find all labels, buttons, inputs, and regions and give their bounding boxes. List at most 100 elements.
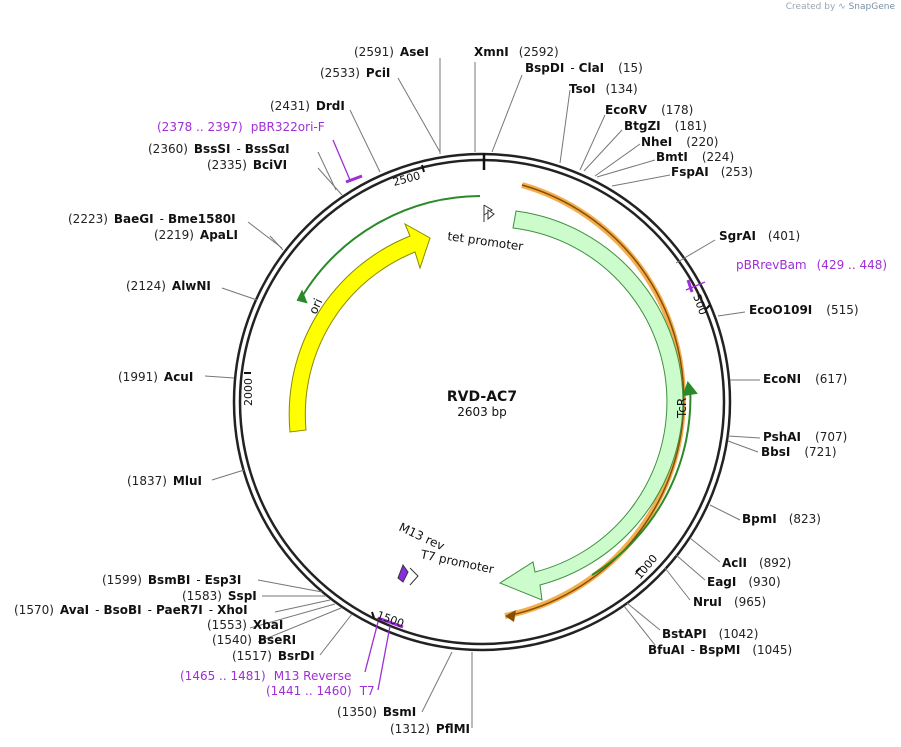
leader-pcii [397,77,441,153]
enzyme-nrui[interactable]: NruI(965) [693,595,766,609]
tet-promoter-icon [483,204,495,222]
primer-pbrrevbam[interactable]: pBRrevBam(429 .. 448) [736,258,887,272]
primer-pbr322ori-f[interactable]: (2378 .. 2397)pBR322ori-F [157,120,325,134]
enzyme-bsmbi[interactable]: (1599)BsmBI-Esp3I [102,573,241,587]
leader-btgzi [583,129,623,172]
enzyme-bfuai[interactable]: BfuAI-BspMI(1045) [648,643,792,657]
enzyme-bsssi[interactable]: (2360)BssSI-BssSαI [148,142,290,156]
enzyme-nhei[interactable]: NheI(220) [641,135,718,149]
green-line-lower-arrow [682,380,698,397]
leader-drdi [349,109,381,173]
leader-fspai [611,174,671,187]
leader-mlui [211,469,245,481]
leader-pshai [727,435,761,439]
green-ring-lines [296,195,698,576]
promoter-label-tet: tet promoter [447,229,525,253]
enzyme-asei[interactable]: (2591)AseI [354,45,429,59]
leader-sgrai [675,239,716,264]
enzyme-ecoo109i[interactable]: EcoO109I(515) [749,303,859,317]
tick-marks [244,164,711,619]
backbone-inner-ring [238,158,726,646]
green-line-upper-arrow [296,289,308,304]
enzyme-apali[interactable]: (2219)ApaLI [154,228,238,242]
enzyme-alwni[interactable]: (2124)AlwNI [126,279,211,293]
enzyme-sgrai[interactable]: SgrAI(401) [719,229,800,243]
enzyme-fspai[interactable]: FspAI(253) [671,165,753,179]
enzyme-ecorv[interactable]: EcoRV(178) [605,103,693,117]
promoter-label-t7: T7 promoter [418,547,495,576]
leader-ecoo109i [717,311,746,317]
enzyme-bseri[interactable]: (1540)BseRI [212,633,296,647]
leader-bsssi [317,151,337,191]
plasmid-name: RVD-AC7 [447,389,517,405]
credit-prefix: Created by [785,2,836,12]
enzyme-bcivi[interactable]: (2335)BciVI [207,158,287,172]
enzyme-avai[interactable]: (1570)AvaI-BsoBI-PaeR7I-XhoI [14,603,248,617]
primer-marks [332,139,706,691]
primer-leader-t7 [377,625,391,691]
enzyme-bmti[interactable]: BmtI(224) [656,150,734,164]
enzyme-pshai[interactable]: PshAI(707) [763,430,847,444]
leader-bfuai [623,605,656,646]
feature-label-tcr: TcR [675,398,689,419]
leader-bmti [596,159,656,178]
leader-tsoi [559,89,571,164]
leader-xbai [249,603,336,629]
primer-labels: (2378 .. 2397)pBR322ori-F pBRrevBam(429 … [157,120,887,698]
primer-arrow-t7 [377,616,404,629]
enzyme-bspdi-clai[interactable]: BspDI-ClaI(15) [525,61,643,75]
feature-ori[interactable] [288,222,431,433]
enzyme-mlui[interactable]: (1837)MluI [127,474,202,488]
enzyme-econi[interactable]: EcoNI(617) [763,372,847,386]
enzyme-bstapi[interactable]: BstAPI(1042) [662,627,758,641]
snapgene-logo-icon: ∿ [838,2,846,12]
leader-bcivi [317,167,343,196]
leader-bpmi [709,504,741,521]
leader-bsrdi [319,613,353,656]
leader-eagi [675,554,706,581]
enzyme-xmni[interactable]: XmnI(2592) [474,45,559,59]
snapgene-credit: Created by ∿ SnapGene [786,2,895,12]
enzyme-bbsi[interactable]: BbsI(721) [761,445,837,459]
enzyme-bpmi[interactable]: BpmI(823) [742,512,821,526]
m13-t7-promoter-icon [397,563,419,586]
orf-line [506,184,685,617]
leader-bsmbi [257,579,323,593]
enzyme-acli[interactable]: AclI(892) [722,556,791,570]
primer-arrow-pbrrevbam [686,279,694,293]
credit-brand: SnapGene [848,2,895,12]
primer-m13-reverse[interactable]: (1465 .. 1481)M13 Reverse [180,669,351,683]
leader-nrui [664,567,691,601]
leader-alwni [221,287,258,301]
enzyme-pcii[interactable]: (2533)PciI [320,66,390,80]
leader-bseri [257,607,342,643]
enzyme-bsrdi[interactable]: (1517)BsrDI [232,649,315,663]
leader-acui [204,375,235,379]
leader-avai [274,599,331,613]
enzyme-pflmi[interactable]: (1312)PflMI [390,722,470,736]
primer-t7[interactable]: (1441 .. 1460)T7 [266,684,375,698]
enzyme-drdi[interactable]: (2431)DrdI [270,99,345,113]
enzyme-acui[interactable]: (1991)AcuI [118,370,193,384]
enzyme-sspi[interactable]: (1583)SspI [182,589,257,603]
tick-2000: 2000 [242,378,255,406]
feature-tcr[interactable] [498,210,684,601]
enzyme-bsmi[interactable]: (1350)BsmI [337,705,416,719]
plasmid-length: 2603 bp [457,405,507,419]
leader-bsmi [421,651,453,713]
enzyme-xbai[interactable]: (1553)XbaI [207,618,283,632]
green-line-upper [299,195,481,301]
enzyme-btgzi[interactable]: BtgZI(181) [624,119,707,133]
enzyme-tsoi[interactable]: TsoI(134) [569,82,638,96]
leader-bstapi [626,602,661,631]
enzyme-labels: (2591)AseI XmnI(2592) BspDI-ClaI(15) (25… [14,45,859,736]
orf-arrowhead [505,610,516,622]
enzyme-eagi[interactable]: EagI(930) [707,575,781,589]
leader-acli [689,537,721,563]
enzyme-baegi[interactable]: (2223)BaeGI-Bme1580I [68,212,236,226]
primer-leader-pbr322 [332,139,351,181]
backbone [232,152,732,652]
leader-bbsi [727,440,759,453]
enzyme-leader-lines [204,58,761,728]
